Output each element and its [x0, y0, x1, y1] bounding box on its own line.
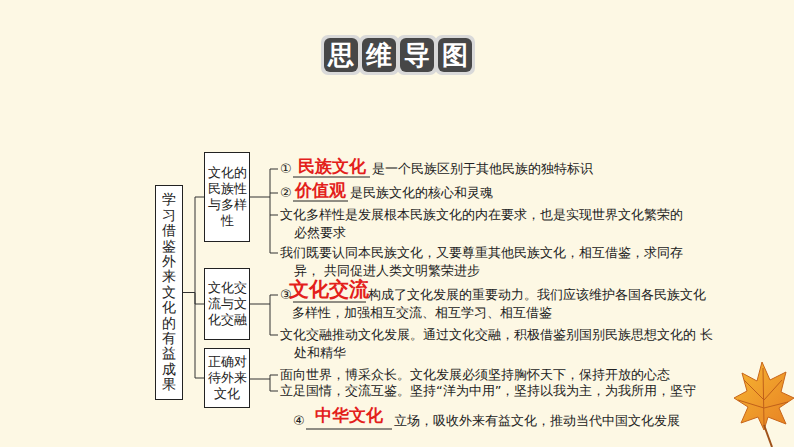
point-text: 是一个民族区别于其他民族的独特标识	[372, 160, 593, 178]
point-text: 文化交融推动文化发展。通过文化交融，积极借鉴别国别民族思想文化的 长处和精华	[280, 326, 720, 362]
text-brackets	[250, 169, 278, 391]
blank-number: ③	[280, 286, 292, 304]
maple-leaf	[734, 362, 794, 447]
branch-connector	[183, 293, 204, 305]
leaf-stem	[764, 425, 772, 447]
leaf-blade	[734, 362, 794, 430]
blank-line	[293, 177, 370, 178]
point-text: 立场，吸收外来有益文化，推动当代中国文化发展	[394, 412, 680, 430]
answer-text: 文化交流	[287, 278, 371, 300]
blank-line	[293, 302, 366, 303]
point-text: 构成了文化发展的重要动力。我们应该维护各国各民族文化 多样性，加强相互交流、相互…	[292, 286, 720, 322]
topic-title: 文化交流与文化交融	[208, 280, 247, 328]
topic-box: 文化的民族性与多样性	[204, 152, 250, 242]
point-text: 是民族文化的核心和灵魂	[350, 184, 493, 202]
root-title: 学习借鉴外来文化的有益成果	[162, 192, 176, 392]
leaf-veins	[738, 368, 788, 425]
branch-connector	[183, 293, 204, 379]
blank-number: ①	[280, 160, 292, 178]
blank-line	[306, 429, 392, 430]
blank-line	[293, 201, 348, 202]
answer-text: 价值观	[293, 180, 348, 200]
blank-number: ②	[280, 184, 292, 202]
point-text: 我们既要认同本民族文化，又要尊重其他民族文化，相互借鉴，求同存异， 共同促进人类…	[280, 244, 695, 280]
blank-number: ④	[293, 412, 305, 430]
bracket	[250, 295, 278, 335]
bracket	[250, 375, 278, 391]
root-box: 学习借鉴外来文化的有益成果	[155, 185, 183, 400]
branch-connector	[183, 197, 204, 293]
point-text: 立足国情，交流互鉴。坚持“洋为中用”，坚持以我为主，为我所用，坚守	[280, 382, 696, 400]
answer-text: 中华文化	[306, 405, 392, 425]
answer-text: 民族文化	[293, 156, 370, 176]
topic-title: 正确对待外来文化	[208, 354, 247, 402]
topic-box: 正确对待外来文化	[204, 348, 250, 408]
point-text: 文化多样性是发展根本民族文化的内在要求，也是实现世界文化繁荣的 必然要求	[280, 206, 695, 242]
topic-box: 文化交流与文化交融	[204, 268, 250, 340]
diagram-title: 思维导图	[324, 38, 488, 72]
point-text: 面向世界，博采众长。文化发展必须坚持胸怀天下，保持开放的心态	[280, 366, 670, 384]
bracket	[250, 169, 278, 253]
topic-title: 文化的民族性与多样性	[208, 165, 247, 229]
